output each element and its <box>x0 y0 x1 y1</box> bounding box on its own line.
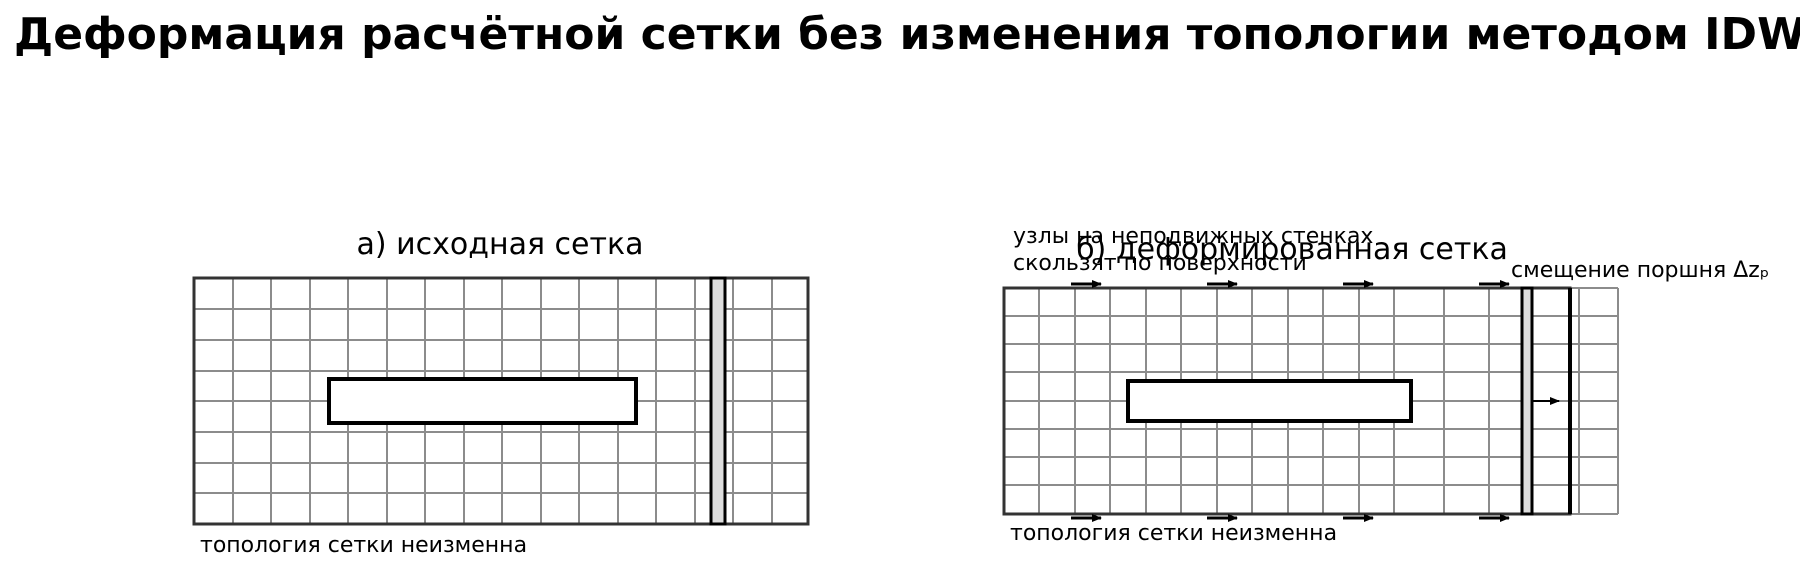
panel-a-footer: топология сетки неизменна <box>200 533 527 558</box>
panel-b-grid <box>1004 287 1619 515</box>
panel-b-footer: топология сетки неизменна <box>1010 521 1337 546</box>
panel-b-inner-body <box>1126 379 1413 423</box>
panel-a-inner-body <box>327 377 638 425</box>
wall-nodes-note-line1: узлы на неподвижных стенках <box>1013 224 1373 249</box>
panel-a-caption: а) исходная сетка <box>357 227 644 262</box>
panel-a-piston <box>709 276 727 526</box>
panel-b-deformed-mesh: б) деформированная сетка узлы на неподви… <box>1002 224 1769 546</box>
panel-a-original-mesh: а) исходная сетка топология сетки неизме… <box>192 227 810 558</box>
panel-b-piston <box>1520 286 1534 516</box>
wall-nodes-note-line2: скользят по поверхности <box>1013 251 1307 276</box>
panel-a-domain-outline <box>192 276 810 526</box>
panel-b-caption: б) деформированная сетка <box>1076 232 1508 267</box>
page-title: Деформация расчётной сетки без изменения… <box>14 9 1800 60</box>
piston-displacement-label: смещение поршня Δzₚ <box>1511 258 1769 283</box>
